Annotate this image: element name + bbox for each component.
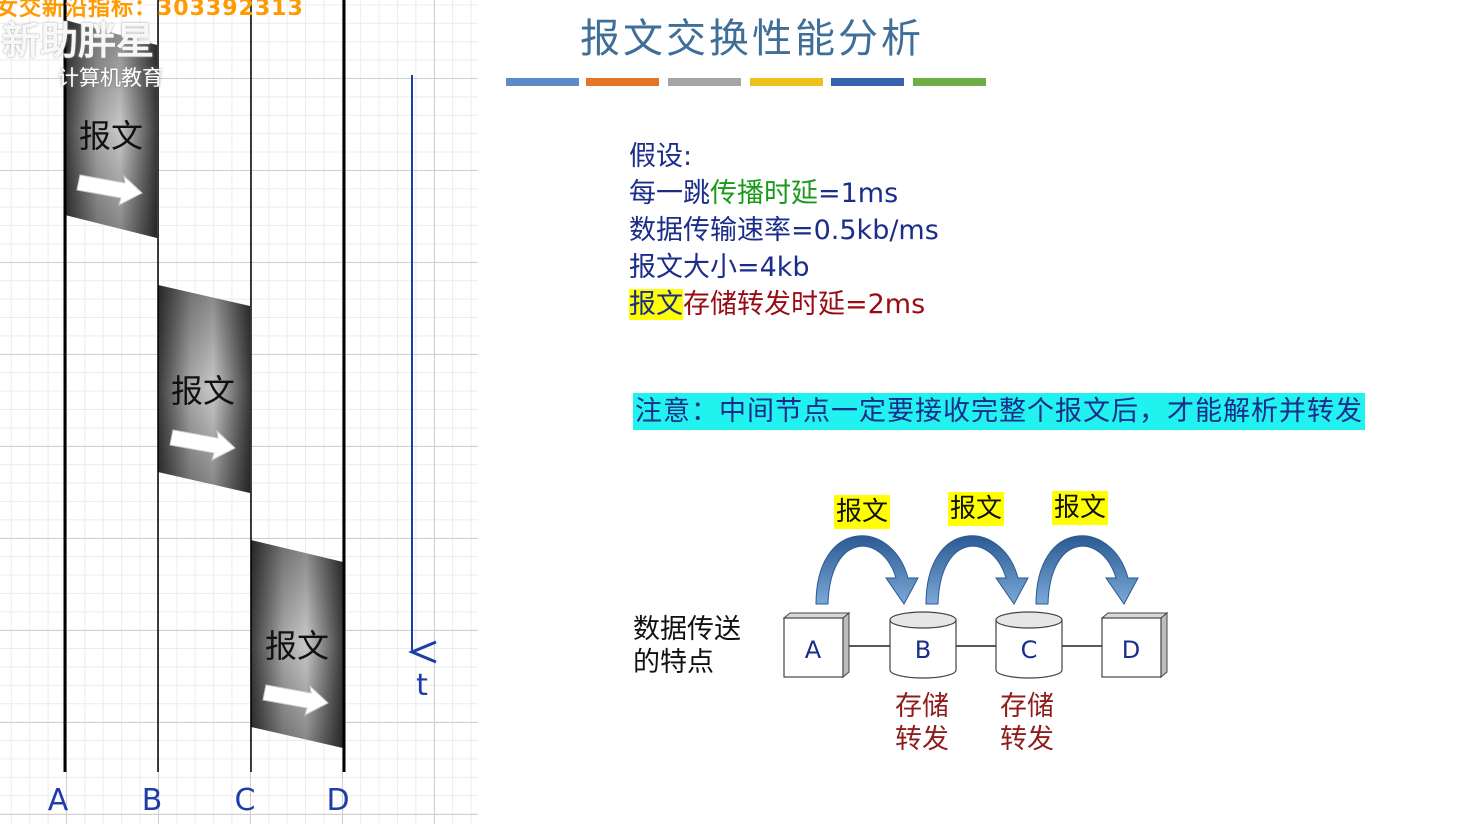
node-b-storage: B (889, 611, 957, 679)
propagation-delay-term: 传播时延 (710, 178, 818, 209)
packet-label: 报文 (171, 372, 235, 410)
hop-label-3: 报文 (1052, 491, 1109, 525)
node-label-c: C (235, 783, 256, 818)
message-packet-3: 报文 (251, 540, 343, 748)
message-term-highlight: 报文 (629, 289, 683, 320)
store-forward-diagram: A B C D (782, 535, 1169, 679)
right-arrow-icon (262, 684, 329, 716)
message-packet-1: 报文 (65, 20, 157, 238)
assumption-message-size: 报文大小=4kb (629, 252, 810, 283)
timeline-panel: 报文 报文 报文 t A B C D 女交新沿指标：303392313 新助胖星 (0, 0, 478, 824)
assumption-propagation-delay: 每一跳传播时延=1ms (629, 175, 939, 212)
store-label: 存储 (895, 691, 949, 722)
store-label: 存储 (1000, 691, 1054, 722)
packet-label: 报文 (265, 627, 329, 665)
assumption-value: =1ms (818, 178, 899, 209)
forwarding-delay-term: 存储转发时延 (683, 289, 845, 320)
page-title: 报文交换性能分析 (580, 16, 924, 62)
time-label: t (416, 668, 428, 703)
hop-label-1: 报文 (834, 495, 891, 529)
hop-arrow-1 (815, 535, 919, 605)
packet-label: 报文 (79, 117, 143, 155)
node-b-store-forward: 存储 转发 (887, 690, 957, 756)
node-d-box: D (1100, 611, 1169, 679)
right-arrow-icon (169, 429, 236, 461)
watermark-banner: 女交新沿指标：303392313 (0, 0, 304, 21)
note-banner: 注意：中间节点一定要接收完整个报文后，才能解析并转发 (633, 393, 1365, 430)
node-label-a: A (48, 783, 69, 818)
title-stripe-yellow (750, 78, 823, 86)
watermark-logo: 新助胖星 (2, 19, 155, 63)
assumption-transmission-rate: 数据传输速率=0.5kb/ms (629, 215, 939, 246)
hop-arrow-3 (1035, 535, 1139, 605)
hop-arrow-2 (925, 535, 1029, 605)
title-stripe-gray (668, 78, 741, 86)
title-stripe-orange (586, 78, 659, 86)
title-stripe-green (913, 78, 986, 86)
watermark-subtitle: 计算机教育 (58, 66, 163, 90)
node-label-d: D (326, 783, 349, 818)
forward-label: 转发 (1000, 724, 1054, 755)
assumption-value: =2ms (845, 289, 926, 320)
hop-label-2: 报文 (948, 492, 1005, 526)
right-arrow-icon (76, 174, 143, 206)
forward-label: 转发 (895, 724, 949, 755)
node-b-label: B (915, 636, 931, 664)
node-label-b: B (142, 783, 163, 818)
message-packet-2: 报文 (158, 285, 250, 493)
diagram-caption-line2: 的特点 (633, 647, 714, 678)
timeline-diagram: 报文 报文 报文 t A B C D (48, 0, 437, 818)
node-c-label: C (1021, 636, 1038, 664)
node-c-storage: C (995, 611, 1063, 679)
assumption-forwarding-delay: 报文存储转发时延=2ms (629, 286, 939, 323)
diagram-caption: 数据传送 的特点 (633, 613, 763, 679)
title-stripe-darkblue (831, 78, 904, 86)
node-a-box: A (782, 611, 851, 679)
node-c-store-forward: 存储 转发 (992, 690, 1062, 756)
node-d-label: D (1122, 636, 1140, 664)
node-a-label: A (805, 636, 822, 664)
title-stripe-blue (506, 78, 579, 86)
assumptions-block: 假设: 每一跳传播时延=1ms 数据传输速率=0.5kb/ms 报文大小=4kb… (629, 138, 939, 323)
assumption-text: 每一跳 (629, 178, 710, 209)
assumptions-heading: 假设: (629, 141, 693, 172)
diagram-caption-line1: 数据传送 (633, 614, 741, 645)
